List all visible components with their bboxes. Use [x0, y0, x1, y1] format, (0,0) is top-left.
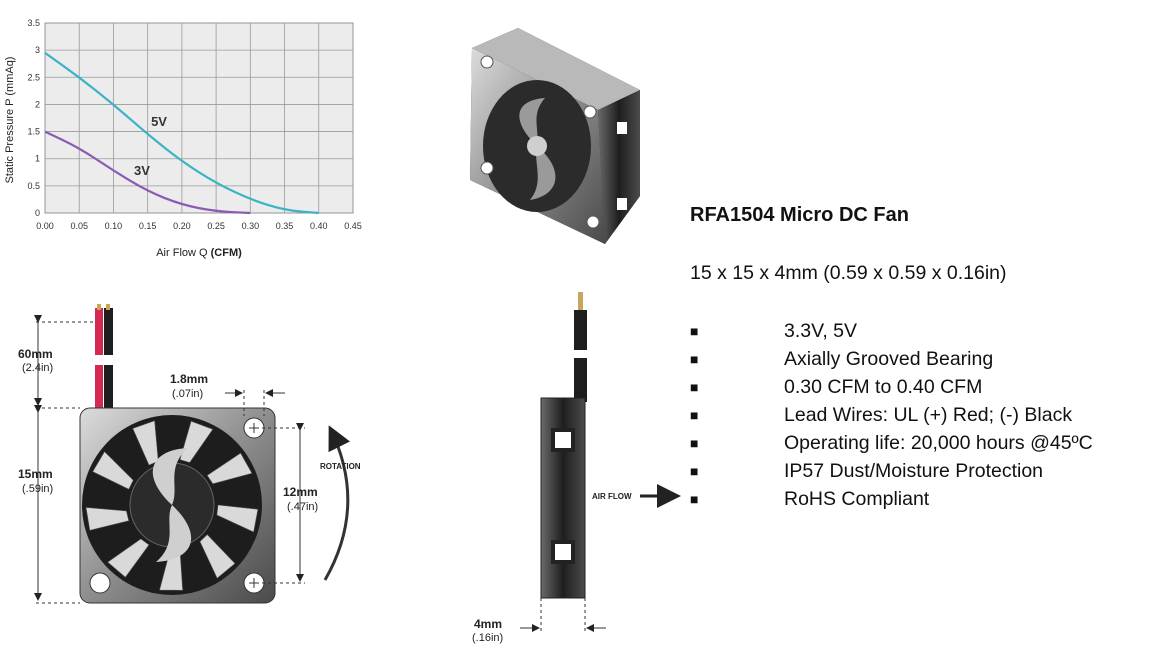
fan-blade: [206, 452, 253, 485]
series-label-3v: 3V: [134, 163, 150, 178]
front-view-drawing: 60mm (2.4in) 1.8mm (.07in) 15mm (.59in) …: [18, 304, 361, 604]
x-tick-label: 0.25: [207, 221, 225, 231]
x-tick-label: 0.20: [173, 221, 191, 231]
feature-text: Lead Wires: UL (+) Red; (-) Black: [784, 404, 1073, 426]
series-group: 5V 3V: [44, 51, 319, 215]
bullet-icon: ■: [690, 351, 699, 367]
x-tick-label: 0.40: [310, 221, 328, 231]
feature-text: Axially Grooved Bearing: [784, 348, 994, 370]
feature-text: 3.3V, 5V: [784, 320, 858, 342]
hole-size-inches: (.07in): [172, 388, 203, 400]
series-line-3v: [44, 130, 251, 215]
x-tick-label: 0.35: [276, 221, 294, 231]
grid-lines: [44, 22, 354, 214]
y-tick-labels: 0 0.5 1 1.5 2 2.5 3 3.5: [27, 18, 40, 218]
series-label-5v: 5V: [151, 114, 167, 129]
y-tick-label: 2: [35, 99, 40, 109]
feature-text: RoHS Compliant: [784, 488, 930, 510]
wire-length-label: 60mm: [18, 347, 53, 361]
series-line-5v: [44, 51, 319, 215]
fan-blade: [92, 451, 134, 490]
plot-area: [44, 22, 354, 214]
feature-text: IP57 Dust/Moisture Protection: [784, 460, 1044, 482]
bullet-icon: ■: [690, 407, 699, 423]
side-view-drawing: AIR FLOW 4mm (.16in): [472, 292, 681, 644]
x-tick-label: 0.00: [36, 221, 54, 231]
thickness-inches: (.16in): [472, 632, 503, 644]
height-label: 15mm: [18, 467, 53, 481]
y-tick-label: 2.5: [27, 72, 40, 82]
product-title: RFA1504 Micro DC Fan: [690, 204, 909, 226]
x-axis-label-text: Air Flow Q: [156, 247, 210, 259]
bullet-icon: ■: [690, 323, 699, 339]
y-tick-label: 1.5: [27, 127, 40, 137]
x-axis-label-unit: (CFM): [211, 247, 242, 259]
bullet-icon: ■: [690, 491, 699, 507]
y-tick-label: 0: [35, 208, 40, 218]
x-tick-label: 0.05: [70, 221, 88, 231]
height-inches: (.59in): [22, 483, 53, 495]
hole-pitch-inches: (.47in): [287, 501, 318, 513]
y-tick-label: 1: [35, 154, 40, 164]
fan-blade: [179, 420, 214, 463]
hole-size-label: 1.8mm: [170, 372, 208, 386]
x-tick-label: 0.45: [344, 221, 362, 231]
feature-text: 0.30 CFM to 0.40 CFM: [784, 376, 983, 398]
mount-hole-bottom-left: [89, 572, 111, 594]
x-tick-labels: 0.00 0.05 0.10 0.15 0.20 0.25 0.30 0.35 0.40 0.45: [36, 221, 362, 231]
fan-blade: [85, 507, 130, 531]
air-flow-label: AIR FLOW: [592, 492, 632, 501]
performance-chart: 0.00 0.05 0.10 0.15 0.20 0.25 0.30 0.35 0.40 0.45…: [4, 18, 362, 259]
fan-blade: [132, 420, 159, 466]
thickness-label: 4mm: [474, 617, 502, 631]
fan-3d-illustration: [470, 28, 640, 244]
bullet-icon: ■: [690, 379, 699, 395]
wire-length-inches: (2.4in): [22, 362, 53, 374]
hole-pitch-label: 12mm: [283, 485, 318, 499]
bullet-icon: ■: [690, 463, 699, 479]
y-axis-label: Static Pressure P (mmAq): [4, 57, 16, 184]
x-tick-label: 0.30: [242, 221, 260, 231]
y-tick-label: 3: [35, 45, 40, 55]
x-tick-label: 0.10: [105, 221, 123, 231]
rotation-label: ROTATION: [320, 462, 361, 471]
fan-blade: [216, 504, 259, 533]
fan-blade: [199, 534, 236, 579]
fan-blade: [107, 538, 150, 578]
y-tick-label: 0.5: [27, 181, 40, 191]
bullet-icon: ■: [690, 435, 699, 451]
product-dimensions: 15 x 15 x 4mm (0.59 x 0.59 x 0.16in): [690, 262, 1007, 284]
x-axis-label: Air Flow Q (CFM): [156, 247, 242, 259]
rotation-arrow: [323, 425, 351, 581]
feature-text: Operating life: 20,000 hours @45ºC: [784, 432, 1093, 454]
x-tick-label: 0.15: [139, 221, 157, 231]
y-tick-label: 3.5: [27, 18, 40, 28]
